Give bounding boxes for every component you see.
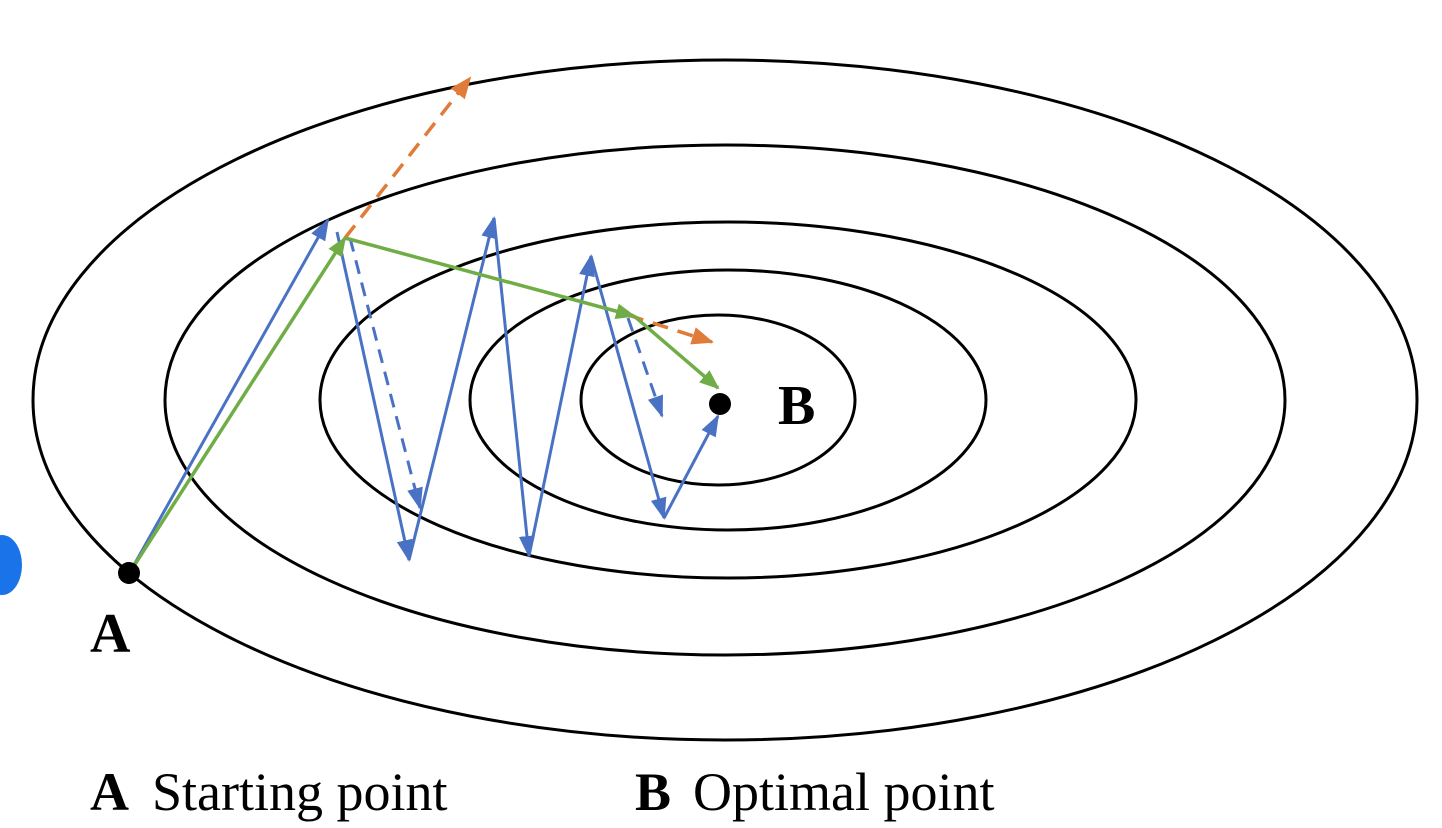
- blue-arrow-2: [335, 231, 413, 562]
- blue-arrow-1: [128, 218, 330, 573]
- orange-arrow-upper: [343, 76, 472, 240]
- contour-ring-4: [468, 268, 988, 532]
- caption-a-text: Starting point: [152, 762, 448, 822]
- point-b-label: B: [778, 375, 815, 437]
- blue-arrow-5: [527, 254, 595, 557]
- green-arrow-3: [632, 314, 720, 390]
- caption: A Starting point B Optimal point: [90, 762, 994, 822]
- green-arrow-2: [344, 236, 636, 320]
- orange-path: [343, 76, 714, 345]
- blue-dashed-path: [348, 237, 664, 510]
- caption-b-text: Optimal point: [693, 762, 994, 822]
- contour-ring-5: [579, 313, 857, 487]
- side-indicator-dot: [0, 535, 22, 595]
- blue-arrow-6: [589, 255, 667, 520]
- blue-dashed-arrow-2: [626, 317, 664, 418]
- caption-a-key: A: [90, 762, 129, 822]
- caption-b-key: B: [635, 762, 671, 822]
- contour-lines: [31, 58, 1419, 742]
- contour-ring-2: [163, 143, 1287, 657]
- contour-ring-1: [31, 58, 1419, 742]
- blue-dashed-arrow-1: [348, 237, 423, 510]
- green-path: [128, 236, 720, 573]
- blue-arrow-7: [662, 414, 720, 519]
- blue-zigzag-path: [128, 216, 720, 573]
- green-arrow-1: [128, 236, 347, 573]
- point-a-label: A: [90, 603, 131, 665]
- blue-arrow-4: [492, 217, 535, 558]
- orange-arrow-lower: [627, 313, 714, 345]
- optimal-point-dot: [709, 393, 731, 415]
- contour-ring-3: [318, 220, 1138, 580]
- starting-point-dot: [118, 562, 140, 584]
